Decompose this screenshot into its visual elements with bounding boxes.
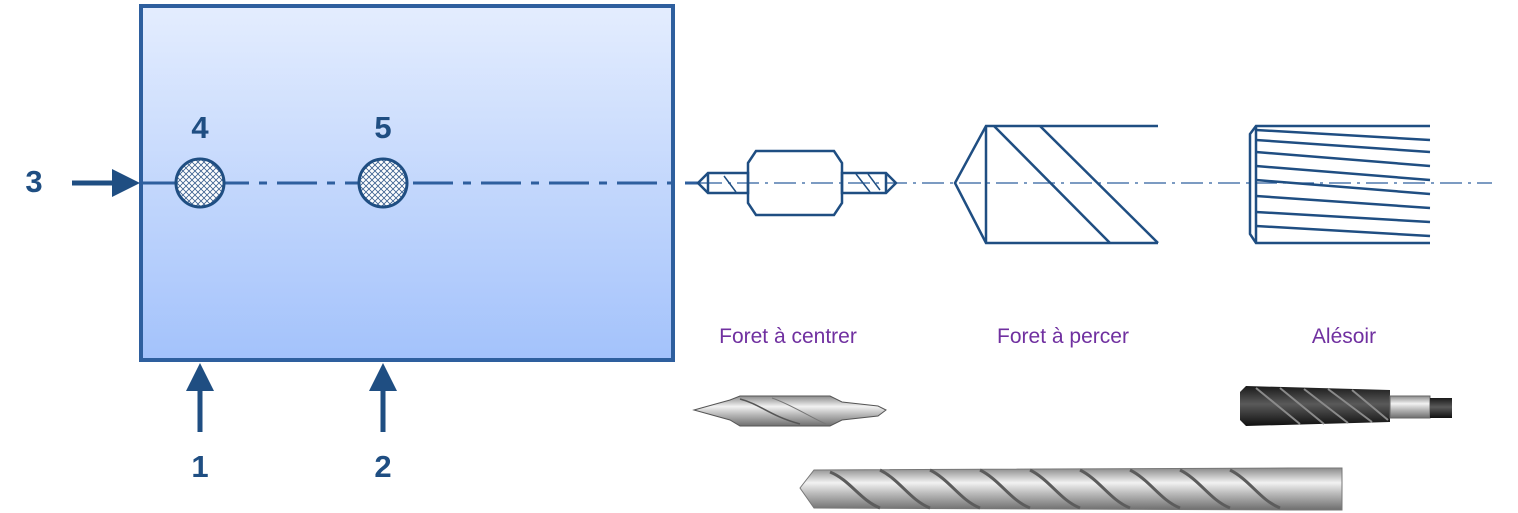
label-4: 4 <box>191 110 209 145</box>
label-5: 5 <box>374 110 392 145</box>
label-1: 1 <box>191 449 209 484</box>
label-2: 2 <box>374 449 392 484</box>
reamer-drawing <box>1248 124 1431 245</box>
twist-drill-photo <box>799 467 1343 511</box>
arrow-3 <box>72 169 140 197</box>
label-reamer: Alésoir <box>1311 325 1377 348</box>
center-drill-drawing <box>696 149 898 217</box>
label-3: 3 <box>25 164 43 199</box>
label-twist-drill: Foret à percer <box>997 325 1129 348</box>
arrow-2 <box>369 363 397 432</box>
hole-4 <box>174 157 226 209</box>
reamer-photo <box>1240 386 1452 426</box>
arrow-1 <box>186 363 214 432</box>
label-center-drill: Foret à centrer <box>719 325 857 348</box>
twist-drill-drawing <box>953 124 1159 245</box>
hole-5 <box>357 157 409 209</box>
center-drill-photo <box>692 395 887 427</box>
